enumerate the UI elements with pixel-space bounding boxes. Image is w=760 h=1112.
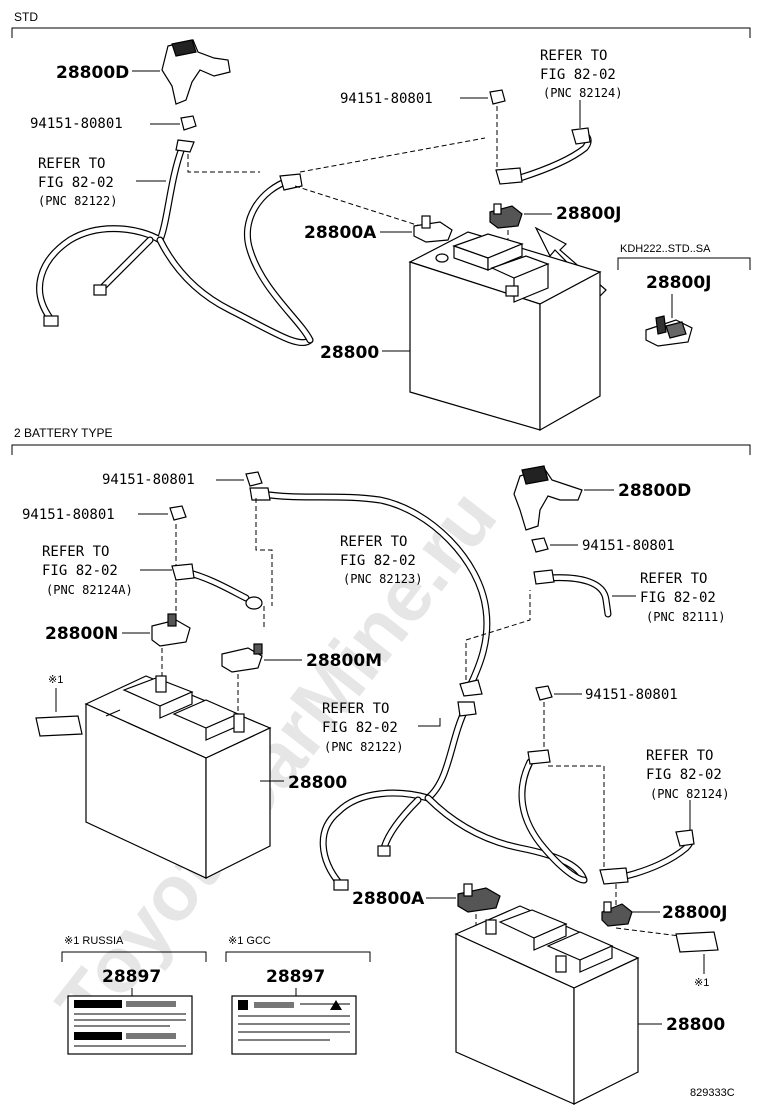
part-28800d-image — [513, 465, 583, 531]
nut-std-center — [489, 89, 506, 105]
refer-to-label: REFER TO — [640, 571, 707, 587]
part-28800a-label: 28800A — [304, 223, 377, 243]
nut-label-std-left: 94151-80801 — [30, 116, 123, 132]
refer-to-label: REFER TO — [322, 701, 389, 717]
battery-2b-left — [84, 675, 272, 879]
nut-2b-right-upper — [531, 537, 549, 553]
nut-2b-right-lower — [535, 685, 553, 701]
gcc-title: ※1 GCC — [228, 935, 271, 947]
battery-cable-std-left — [36, 139, 314, 347]
nut-label-std-center: 94151-80801 — [340, 91, 433, 107]
refer-to-label: REFER TO — [540, 48, 607, 64]
gcc-label-group: ※1 GCC 28897 — [225, 935, 371, 1055]
part-28800j-label: 28800J — [646, 273, 711, 293]
std-section-title: STD — [14, 10, 38, 24]
nut-2b-top — [245, 471, 263, 487]
pnc-82124-label: (PNC 82124) — [543, 86, 622, 100]
part-28800n-image — [151, 613, 191, 647]
fig-label: FIG 82-02 — [38, 175, 114, 191]
fig-label: FIG 82-02 — [340, 553, 416, 569]
nut-label-2b-left: 94151-80801 — [22, 507, 115, 523]
part-28800j-image — [489, 203, 523, 229]
pnc-82122-label: (PNC 82122) — [324, 740, 403, 754]
part-28800a-image — [413, 215, 453, 243]
part-28897-label: 28897 — [102, 967, 161, 987]
part-28800j-variant-image — [645, 315, 693, 347]
part-28800-label: 28800 — [666, 1015, 725, 1035]
part-28800m-label: 28800M — [306, 651, 382, 671]
cable-82123 — [249, 487, 491, 697]
nut-label-2b-top: 94151-80801 — [102, 472, 195, 488]
russia-label-group: ※1 RUSSIA 28897 — [61, 935, 207, 1055]
pnc-82124-label: (PNC 82124) — [650, 787, 729, 801]
part-28800j-image — [601, 901, 633, 927]
part-28800-label: 28800 — [320, 343, 379, 363]
part-28800d-label: 28800D — [56, 63, 129, 83]
pnc-82122-label: (PNC 82122) — [38, 194, 117, 208]
part-28800m-image — [221, 643, 263, 673]
fig-label: FIG 82-02 — [42, 563, 118, 579]
refer-to-label: REFER TO — [646, 748, 713, 764]
refer-to-label: REFER TO — [42, 544, 109, 560]
fig-label: FIG 82-02 — [640, 590, 716, 606]
cable-82111 — [533, 569, 612, 618]
part-28800n-label: 28800N — [45, 624, 118, 644]
std-section: STD 28800D 94151-80801 REFER TO FIG 82-0… — [11, 10, 751, 432]
part-28800d-label: 28800D — [618, 481, 691, 501]
pnc-82111-label: (PNC 82111) — [646, 610, 725, 624]
cable-82124a — [171, 563, 263, 610]
russia-title: ※1 RUSSIA — [64, 935, 124, 947]
note-marker: ※1 — [48, 674, 63, 686]
fig-label: FIG 82-02 — [540, 67, 616, 83]
fig-label: FIG 82-02 — [322, 720, 398, 736]
pnc-82124a-label: (PNC 82124A) — [46, 583, 133, 597]
battery-2b-right — [454, 905, 640, 1105]
pnc-82123-label: (PNC 82123) — [343, 572, 422, 586]
cable-82122-2b — [319, 701, 588, 891]
kdh-variant-title: KDH222..STD..SA — [620, 243, 711, 255]
nut-std-left — [180, 115, 197, 131]
nut-label-2b-right-upper: 94151-80801 — [582, 538, 675, 554]
part-28800-label: 28800 — [288, 773, 347, 793]
two-battery-section: 2 BATTERY TYPE 94151-80801 94151-80801 R… — [11, 426, 751, 1105]
refer-to-label: REFER TO — [38, 156, 105, 172]
refer-to-label: REFER TO — [340, 534, 407, 550]
nut-label-2b-right-lower: 94151-80801 — [585, 687, 678, 703]
part-28800d-image — [161, 39, 231, 105]
part-28800j-label: 28800J — [556, 204, 621, 224]
cable-82124-std — [495, 127, 592, 185]
two-battery-section-title: 2 BATTERY TYPE — [14, 426, 112, 440]
figure-code: 829333C — [690, 1087, 735, 1099]
part-28800j-label: 28800J — [662, 903, 727, 923]
fig-label: FIG 82-02 — [646, 767, 722, 783]
nut-2b-left — [169, 505, 187, 521]
battery-std — [408, 231, 602, 432]
note-marker: ※1 — [694, 977, 709, 989]
part-28800a-label: 28800A — [352, 889, 425, 909]
cable-82124-2b — [599, 829, 695, 885]
part-28897-label: 28897 — [266, 967, 325, 987]
part-28800a-image — [457, 883, 501, 913]
